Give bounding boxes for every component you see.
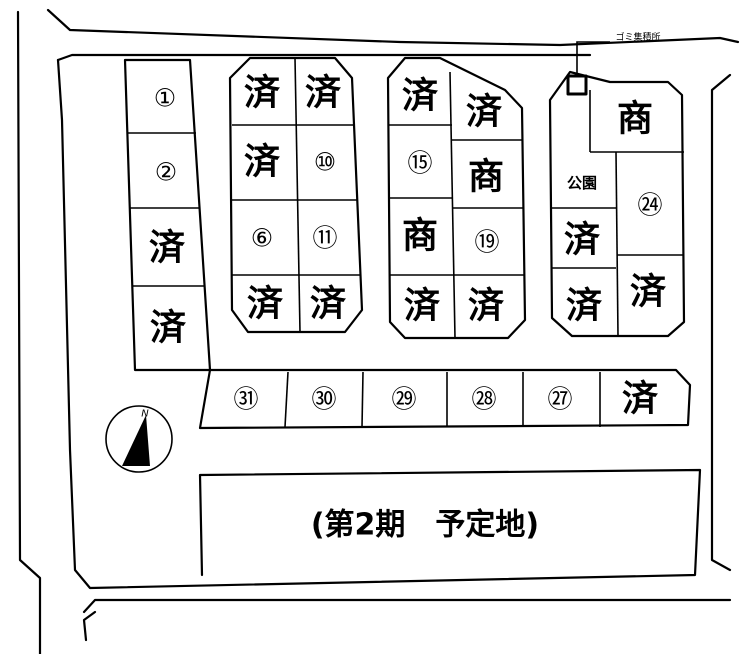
block-c (386, 56, 527, 340)
lot-sold-c4: 済 (468, 286, 504, 327)
block-d (548, 70, 686, 338)
lot-2: ② (155, 158, 177, 187)
lot-6: ⑥ (251, 224, 273, 253)
lot-sold-d3: 済 (566, 286, 602, 327)
lot-sold-b3: 済 (244, 142, 280, 183)
lot-19: ⑲ (474, 228, 499, 257)
park-label: 公園 (567, 174, 597, 192)
lot-1: ① (154, 84, 176, 113)
north-label: N (141, 409, 149, 420)
lot-28: ㉘ (471, 385, 496, 414)
block-b (228, 56, 364, 334)
phase2-label: (第2期 予定地) (311, 508, 539, 543)
lot-commercial-d1: 商 (617, 99, 653, 140)
garbage-label: ゴミ集積所 (615, 31, 660, 43)
lot-sold-b1: 済 (244, 73, 280, 114)
lot-24: ㉔ (637, 191, 662, 220)
lot-29: ㉙ (391, 385, 416, 414)
north-arrow-icon: N (105, 405, 173, 473)
lot-sold-c3: 済 (404, 286, 440, 327)
lot-15: ⑮ (407, 149, 432, 178)
lot-sold-d1: 済 (564, 220, 600, 261)
lot-sold-d2: 済 (630, 272, 666, 313)
road-lines (16, 8, 740, 654)
lot-sold-c1: 済 (402, 76, 438, 117)
lot-31: ㉛ (233, 385, 258, 414)
lot-sold-b4: 済 (247, 284, 283, 325)
garbage-point: ゴミ集積所 (566, 31, 661, 96)
lot-10: ⑩ (314, 148, 336, 177)
lot-30: ㉚ (311, 385, 336, 414)
lot-sold-b2: 済 (305, 73, 341, 114)
lot-commercial-c2: 商 (402, 216, 438, 257)
lot-sold-b5: 済 (310, 284, 346, 325)
lot-11: ⑪ (312, 224, 337, 253)
lot-sold-a1: 済 (149, 228, 185, 269)
lot-sold-c2: 済 (466, 92, 502, 133)
lot-sold-a2: 済 (150, 308, 186, 349)
block-bottom-row (198, 368, 692, 430)
lot-27: ㉗ (547, 385, 572, 414)
lot-commercial-c1: 商 (468, 157, 504, 198)
lot-sold-e1: 済 (622, 379, 658, 420)
